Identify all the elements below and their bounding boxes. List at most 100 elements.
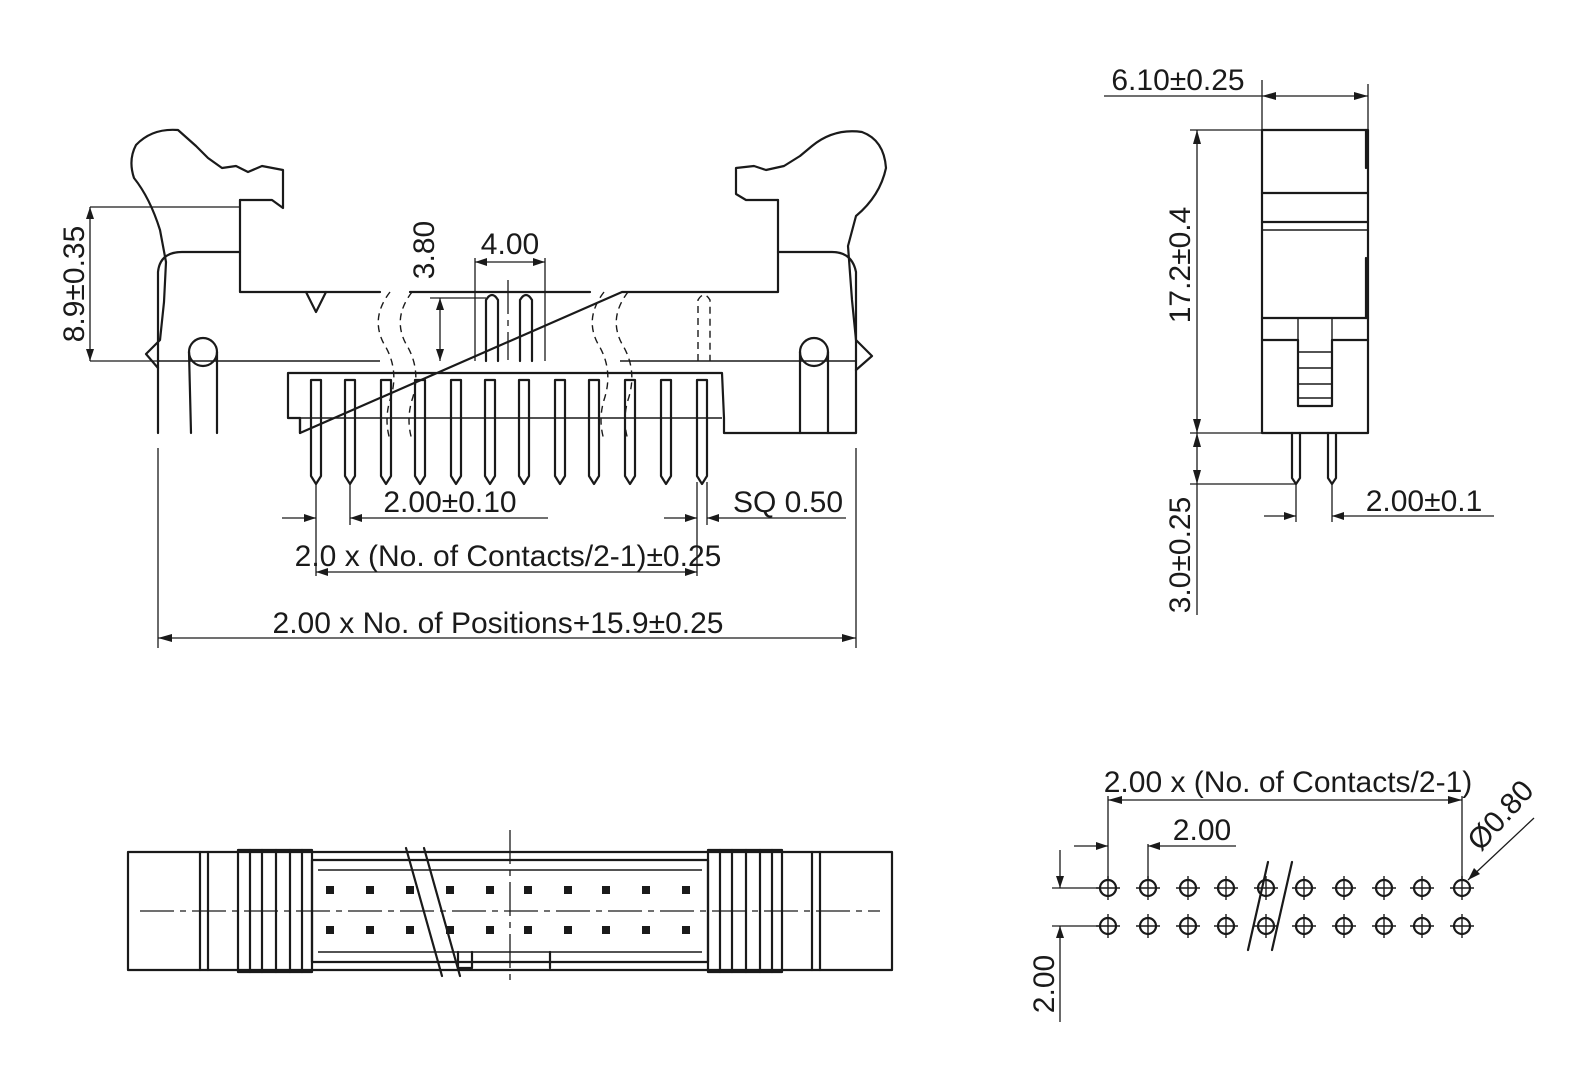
footprint-hole-cross: [1254, 876, 1278, 900]
sq-dim-label: SQ 0.50: [733, 486, 843, 519]
footprint-hole-cross: [1214, 914, 1238, 938]
top-pin-square: [642, 886, 650, 894]
footprint-hole-cross: [1450, 914, 1474, 938]
width-dim-label: 6.10±0.25: [1111, 64, 1244, 97]
fp-hole-dim-label: Ø0.80: [1461, 774, 1540, 857]
right-latch: [734, 130, 888, 372]
footprint-holes: [1096, 876, 1474, 938]
top-pin-square: [524, 926, 532, 934]
top-pin-square: [406, 926, 414, 934]
overall-arrow-left: [158, 634, 172, 642]
footprint-hole-cross: [1136, 914, 1160, 938]
overall-arrow-right: [842, 634, 856, 642]
latch-pin-arrow-left: [475, 258, 487, 266]
right-boss-circle: [798, 336, 830, 368]
fp-hole-leader: [1467, 817, 1535, 881]
right-boss-shaft: [798, 350, 830, 435]
front-pin: [483, 378, 497, 486]
top-polarization-key: [456, 950, 552, 970]
pin-height-arrow-bottom: [436, 349, 444, 361]
fp-row-arrow-bottom: [1056, 926, 1064, 938]
top-pin-square: [602, 886, 610, 894]
latch-pin-dim-label: 4.00: [481, 228, 539, 261]
side-body-outline: [1260, 128, 1370, 435]
top-pin-square: [486, 886, 494, 894]
body-height-dim-label: 17.2±0.4: [1164, 207, 1197, 324]
height-arrow-top: [86, 207, 94, 219]
top-pin-square: [486, 926, 494, 934]
row-pitch-dim-label: 2.00±0.1: [1366, 485, 1483, 518]
top-pin-square: [564, 886, 572, 894]
front-pins: [309, 378, 709, 486]
body-height-arrow-top: [1193, 130, 1201, 144]
fp-span-dim-label: 2.00 x (No. of Contacts/2-1): [1104, 766, 1473, 799]
side-view: 6.10±0.25 17.2±0.4 3.0±0.25 2.00±0.1: [1104, 64, 1494, 615]
break-line-3: [591, 291, 609, 441]
key-notch: [304, 290, 328, 314]
body-height-arrow-bottom: [1193, 419, 1201, 433]
footprint-hole-cross: [1176, 876, 1200, 900]
break-line-1: [377, 291, 395, 441]
upper-pin-hidden: [697, 294, 711, 361]
fp-pitch-arrow-right: [1148, 842, 1160, 850]
top-pins: [326, 886, 690, 934]
footprint-hole-cross: [1410, 914, 1434, 938]
top-pin-square: [326, 886, 334, 894]
top-pin-square: [564, 926, 572, 934]
top-pin-square: [366, 886, 374, 894]
front-view: 8.9±0.35 3.80 4.00 2.00±0.10 SQ 0.50: [58, 128, 888, 648]
left-boss-circle: [187, 336, 219, 368]
fp-span-arrow-right: [1448, 796, 1462, 804]
front-pin: [413, 378, 427, 486]
footprint-hole-cross: [1214, 876, 1238, 900]
span-arrow-left: [316, 568, 328, 576]
pin-length-dim-label: 3.0±0.25: [1164, 497, 1197, 614]
span-dim-label: 2.0 x (No. of Contacts/2-1)±0.25: [295, 540, 722, 573]
pin-length-arrow-top: [1193, 433, 1201, 447]
span-arrow-right: [685, 568, 697, 576]
width-arrow-left: [1262, 92, 1276, 100]
pin-height-dim-label: 3.80: [408, 221, 441, 279]
upper-pin-2: [518, 293, 534, 363]
top-pin-square: [602, 926, 610, 934]
footprint-hole-cross: [1254, 914, 1278, 938]
footprint-hole-cross: [1292, 914, 1316, 938]
front-body-outline: [156, 250, 858, 435]
top-view: [126, 830, 894, 985]
sq-arrow-right: [707, 514, 719, 522]
top-pin-square: [446, 886, 454, 894]
pin-length-arrow-bottom: [1193, 470, 1201, 484]
height-dim-label: 8.9±0.35: [58, 226, 91, 343]
side-slot: [1260, 338, 1370, 408]
top-pin-square: [326, 926, 334, 934]
front-pin: [309, 378, 323, 486]
front-pin: [379, 378, 393, 486]
top-pin-square: [446, 926, 454, 934]
fp-row-dim-label: 2.00: [1028, 955, 1061, 1013]
top-pin-square: [366, 926, 374, 934]
footprint-hole-cross: [1332, 914, 1356, 938]
side-pin-right: [1326, 431, 1338, 486]
top-break-lines: [404, 846, 462, 978]
pitch-dim-label: 2.00±0.10: [383, 486, 516, 519]
sq-arrow-left: [685, 514, 697, 522]
side-pin-left: [1290, 431, 1302, 486]
left-latch: [130, 128, 285, 370]
front-pin: [343, 378, 357, 486]
side-ribs: [1298, 351, 1332, 399]
footprint-break-lines: [1246, 860, 1294, 952]
fp-pitch-arrow-left: [1096, 842, 1108, 850]
overall-dim-label: 2.00 x No. of Positions+15.9±0.25: [273, 607, 724, 640]
front-pin: [553, 378, 567, 486]
front-pin: [695, 378, 709, 486]
side-slot-top: [1297, 318, 1333, 340]
top-pin-square: [642, 926, 650, 934]
pitch-arrow-left: [304, 514, 316, 522]
front-pin: [659, 378, 673, 486]
height-arrow-bottom: [86, 349, 94, 361]
footprint-hole-cross: [1332, 876, 1356, 900]
footprint-hole-cross: [1372, 914, 1396, 938]
width-arrow-right: [1354, 92, 1368, 100]
upper-pin-1: [484, 293, 500, 363]
